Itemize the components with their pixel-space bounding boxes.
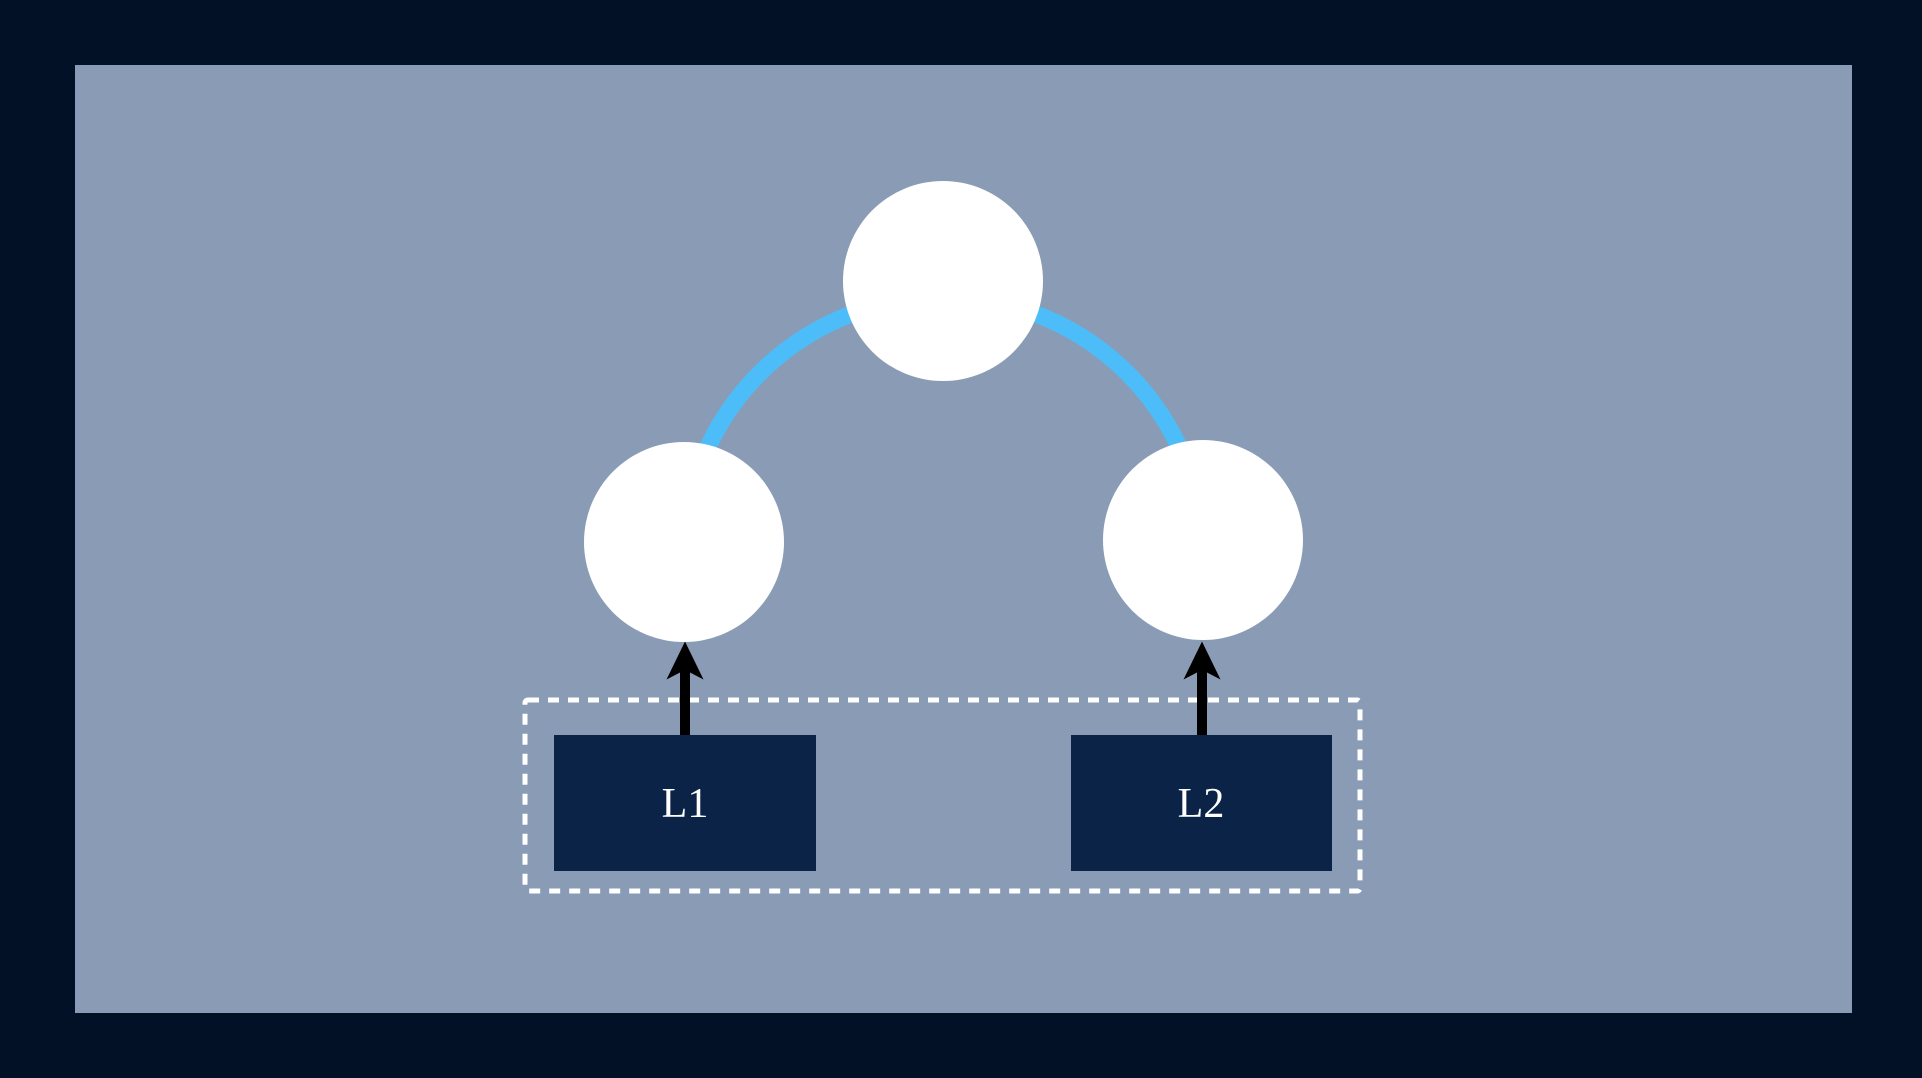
group-dashed-box: [522, 697, 1363, 894]
l2-box: [1071, 735, 1332, 871]
node-left: [584, 442, 784, 642]
node-right: [1103, 440, 1303, 640]
l1-label: L1: [662, 781, 709, 827]
arrow-l1-to-left-node: [666, 641, 704, 735]
node-top: [843, 181, 1043, 381]
arrow-l2-to-right-node: [1183, 641, 1221, 735]
l2-label: L2: [1178, 781, 1225, 827]
l1-box: [554, 735, 816, 871]
